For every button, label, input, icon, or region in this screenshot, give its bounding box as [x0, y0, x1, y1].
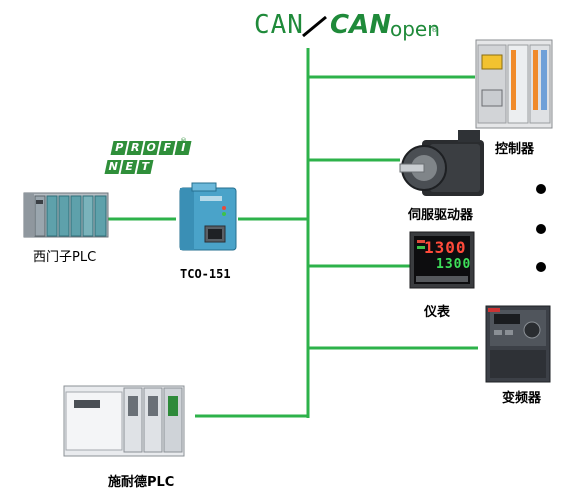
meter-image: [409, 231, 475, 289]
dot-2: [536, 224, 546, 234]
can-slash: [302, 15, 327, 38]
controller-label: 控制器: [495, 142, 535, 157]
gateway-label: TCO-151: [180, 267, 231, 281]
profinet-row-2: N E T: [104, 160, 154, 174]
gateway-image: [179, 182, 237, 251]
bus-lines: [107, 48, 478, 418]
profinet-letter: O: [142, 141, 160, 155]
profinet-letter: P: [110, 141, 128, 155]
profinet-registered: ®: [180, 137, 187, 145]
more-devices-dots: [536, 184, 546, 272]
canopen-logo-light: open: [390, 17, 440, 41]
meter-display-top: 1300: [424, 238, 467, 257]
profinet-letter: R: [126, 141, 144, 155]
meter-label: 仪表: [424, 305, 451, 320]
profinet-logo: P R O F I N E T ®: [104, 137, 192, 177]
servo-motor-image: [399, 130, 484, 196]
canopen-logo-bold: CAN: [330, 10, 391, 40]
canopen-trademark: ®: [431, 26, 438, 34]
can-logo-left: CAN: [254, 10, 304, 40]
servo-label: 伺服驱动器: [408, 208, 474, 223]
profinet-letter: F: [158, 141, 176, 155]
schneider-plc-image: [63, 385, 185, 457]
profinet-letter: N: [104, 160, 122, 174]
dot-1: [536, 184, 546, 194]
schneider-plc-label: 施耐德PLC: [108, 475, 175, 490]
siemens-plc-image: [23, 192, 109, 238]
dot-3: [536, 262, 546, 272]
siemens-plc-label: 西门子PLC: [33, 250, 97, 265]
controller-image: [475, 39, 553, 129]
meter-display-bottom: 1300: [436, 257, 472, 272]
vfd-label: 变频器: [502, 391, 542, 406]
vfd-image: [485, 305, 551, 383]
profinet-letter: T: [136, 160, 154, 174]
profinet-letter: E: [120, 160, 138, 174]
